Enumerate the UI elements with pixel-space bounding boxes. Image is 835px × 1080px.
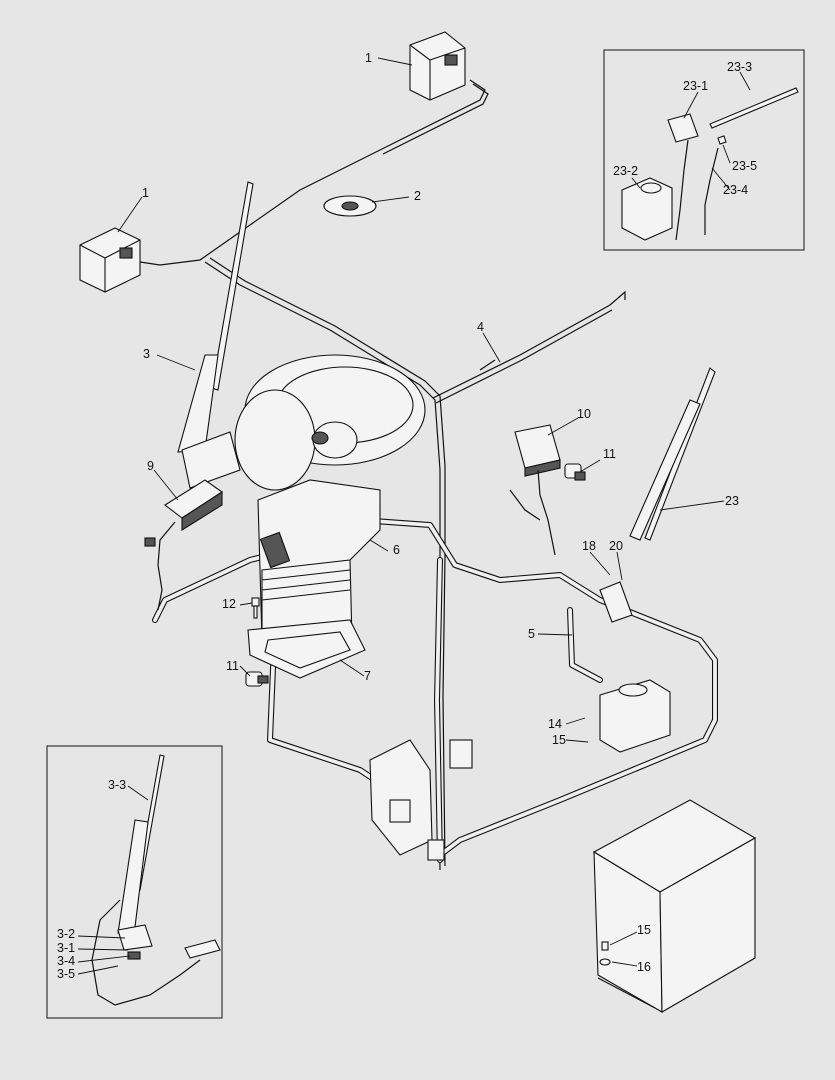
callout-labels: 1 1 2 3 4 5 6 7 9 10 11 11 12 14 15 15 1…: [142, 51, 739, 974]
callout-15-tank: 15: [552, 733, 566, 747]
rear-wiper: [599, 367, 716, 623]
inset-rear-wiper: 23-3 23-1 23-5 23-2 23-4: [603, 49, 805, 251]
inset-callout-3-3: 3-3: [108, 778, 126, 792]
work-lamp-left: [79, 227, 141, 293]
callout-18: 18: [582, 539, 596, 553]
work-lamp-top: [409, 31, 466, 101]
callout-6: 6: [393, 543, 400, 557]
overhead-cable: [139, 79, 486, 266]
roof-harness-branch: [432, 290, 626, 399]
callout-10: 10: [577, 407, 591, 421]
callout-9: 9: [147, 459, 154, 473]
inset-front-wiper: 3-3 3-2 3-1 3-4 3-5: [46, 745, 223, 1019]
callout-14: 14: [548, 717, 562, 731]
inset-callout-3-5: 3-5: [57, 967, 75, 981]
inset-callout-23-3: 23-3: [727, 60, 752, 74]
control-box: [592, 799, 757, 1013]
callout-12: 12: [222, 597, 236, 611]
callout-1-left: 1: [142, 186, 149, 200]
mounting-plate: [247, 619, 366, 679]
inset-callout-23-4: 23-4: [723, 183, 748, 197]
inset-callout-3-1: 3-1: [57, 941, 75, 955]
callout-2: 2: [414, 189, 421, 203]
connector-11-left: [245, 671, 269, 687]
callout-11-right: 11: [603, 447, 616, 461]
callout-7: 7: [364, 669, 371, 683]
callout-20: 20: [609, 539, 623, 553]
washer-reservoir: [599, 679, 671, 753]
inset-callout-23-2: 23-2: [613, 164, 638, 178]
inset-callout-23-1: 23-1: [683, 79, 708, 93]
callout-3: 3: [143, 347, 150, 361]
steering-column: [234, 354, 426, 651]
inset-callout-23-5: 23-5: [732, 159, 757, 173]
switch-panel: [144, 479, 223, 611]
callout-15-box: 15: [637, 923, 651, 937]
inset-callout-3-2: 3-2: [57, 927, 75, 941]
callout-23: 23: [725, 494, 739, 508]
inset-callout-3-4: 3-4: [57, 954, 75, 968]
bolt-12: [251, 597, 260, 619]
dome-lamp: [323, 195, 377, 217]
callout-5: 5: [528, 627, 535, 641]
front-wiper: [177, 181, 254, 489]
connector-11-right: [564, 463, 586, 481]
connector-cluster: [369, 739, 473, 861]
leader-lines: [117, 57, 725, 967]
callout-4: 4: [477, 320, 484, 334]
switch-block-10: [509, 424, 561, 556]
callout-16: 16: [637, 960, 651, 974]
callout-11-left: 11: [226, 659, 239, 673]
callout-1-top: 1: [365, 51, 372, 65]
main-harness-routing: [139, 79, 626, 871]
